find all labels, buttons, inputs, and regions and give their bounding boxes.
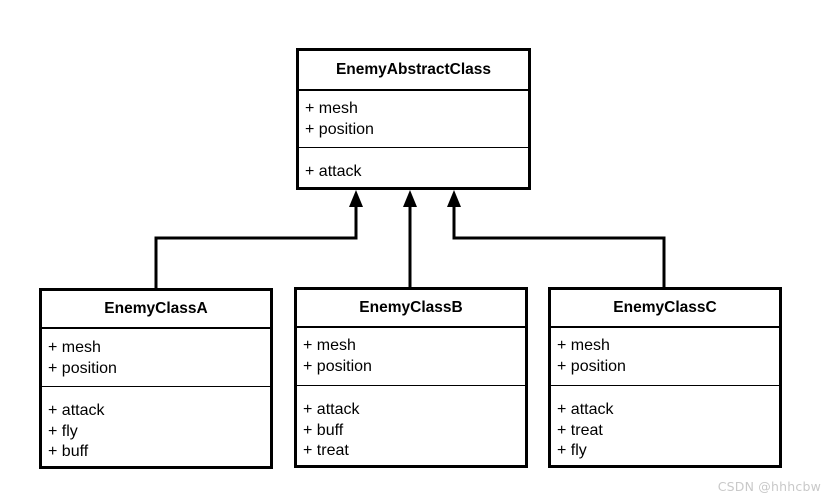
attribute: + mesh: [557, 337, 610, 354]
class-name: EnemyAbstractClass: [299, 51, 528, 91]
attribute: + position: [303, 357, 372, 375]
methods-section: + attack: [299, 148, 528, 183]
class-enemy-a[interactable]: EnemyClassA + mesh + position + attack +…: [39, 288, 273, 469]
arrowhead-class-b: [403, 190, 417, 207]
attribute: + position: [557, 357, 626, 375]
attribute: + mesh: [48, 339, 101, 356]
attributes-section: + mesh + position: [42, 329, 270, 387]
methods-section: + attack + fly + buff: [42, 387, 270, 463]
method: + buff: [303, 421, 344, 439]
attribute: + position: [305, 120, 374, 138]
class-name: EnemyClassC: [551, 290, 779, 328]
method: + attack: [305, 163, 362, 180]
arrowhead-class-a: [349, 190, 363, 207]
attributes-section: + mesh + position: [297, 328, 525, 386]
attribute: + mesh: [303, 337, 356, 354]
class-enemy-c[interactable]: EnemyClassC + mesh + position + attack +…: [548, 287, 782, 468]
watermark: CSDN @hhhcbw: [717, 479, 821, 494]
method: + treat: [303, 442, 349, 459]
methods-section: + attack + buff + treat: [297, 386, 525, 462]
attribute: + mesh: [305, 100, 358, 117]
attribute: + position: [48, 359, 117, 377]
method: + fly: [48, 422, 78, 440]
class-enemy-abstract[interactable]: EnemyAbstractClass + mesh + position + a…: [296, 48, 531, 190]
method: + buff: [48, 443, 89, 460]
method: + fly: [557, 442, 587, 459]
method: + attack: [303, 401, 360, 418]
edge-class-c-to-abstract: [452, 205, 666, 289]
class-name: EnemyClassA: [42, 291, 270, 329]
method: + attack: [48, 402, 105, 419]
class-enemy-b[interactable]: EnemyClassB + mesh + position + attack +…: [294, 287, 528, 468]
method: + attack: [557, 401, 614, 418]
arrowhead-class-c: [447, 190, 461, 207]
attributes-section: + mesh + position: [551, 328, 779, 386]
method: + treat: [557, 421, 603, 439]
attributes-section: + mesh + position: [299, 91, 528, 148]
edge-class-a-to-abstract: [154, 205, 358, 290]
class-name: EnemyClassB: [297, 290, 525, 328]
methods-section: + attack + treat + fly: [551, 386, 779, 462]
